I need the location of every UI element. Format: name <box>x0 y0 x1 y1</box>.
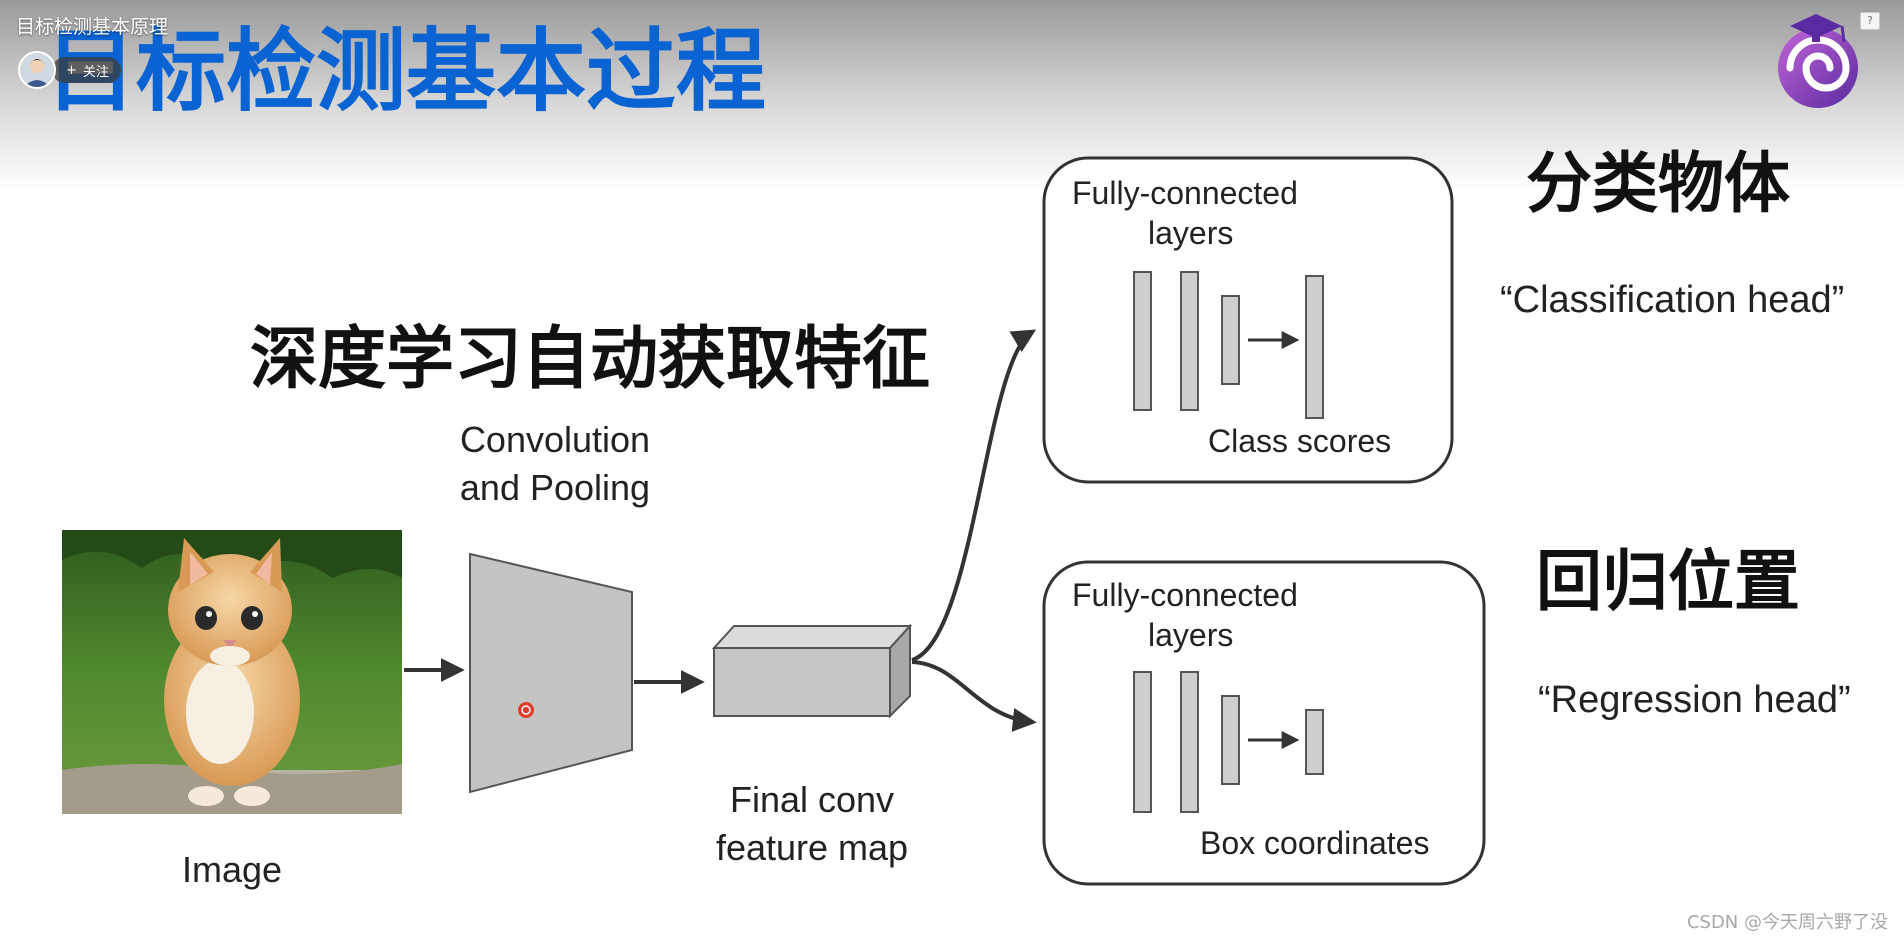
arrow-to-regression-head <box>911 660 1037 732</box>
classification-head-box <box>1042 156 1454 484</box>
class-scores-label: Class scores <box>1208 423 1391 459</box>
follow-label: 关注 <box>82 64 109 80</box>
arrow-to-classification-head <box>911 329 1037 662</box>
feature-note: 深度学习自动获取特征 <box>250 320 930 399</box>
uploader-bar: + 关注 <box>18 51 121 89</box>
regression-en-caption: “Regression head” <box>1538 679 1851 721</box>
classification-head-title-line1: Fully-connected <box>1072 175 1298 211</box>
kitten-image <box>62 530 402 814</box>
regression-zh-title: 回归位置 <box>1536 543 1800 620</box>
follow-button[interactable]: + 关注 <box>52 57 121 83</box>
course-logo-icon <box>1778 14 1858 108</box>
conv-label-line2: and Pooling <box>460 467 650 508</box>
conv-label-line1: Convolution <box>460 419 650 460</box>
cursor-marker-icon <box>518 702 534 718</box>
classification-en-caption: “Classification head” <box>1500 279 1844 321</box>
image-label: Image <box>182 849 282 890</box>
conv-pooling-block <box>469 552 633 794</box>
regression-head-box <box>1042 560 1486 886</box>
feature-map-block <box>711 623 913 719</box>
plus-icon: + <box>66 62 77 78</box>
csdn-watermark: CSDN @今天周六野了没 <box>1686 912 1888 933</box>
feature-map-label-line1: Final conv <box>730 779 894 820</box>
classification-zh-title: 分类物体 <box>1526 145 1790 222</box>
help-button[interactable]: ? <box>1860 12 1880 30</box>
regression-head-title-line1: Fully-connected <box>1072 577 1298 613</box>
user-avatar-icon <box>24 59 50 87</box>
header-shade <box>0 0 1904 190</box>
classification-head-title-line2: layers <box>1148 215 1233 251</box>
video-title: 目标检测基本原理 <box>16 16 169 38</box>
feature-map-label-line2: feature map <box>716 827 908 868</box>
box-coordinates-label: Box coordinates <box>1200 825 1429 861</box>
uploader-avatar[interactable] <box>18 51 56 89</box>
slide-title: 目标检测基本过程 <box>46 19 766 124</box>
regression-head-title-line2: layers <box>1148 617 1233 653</box>
